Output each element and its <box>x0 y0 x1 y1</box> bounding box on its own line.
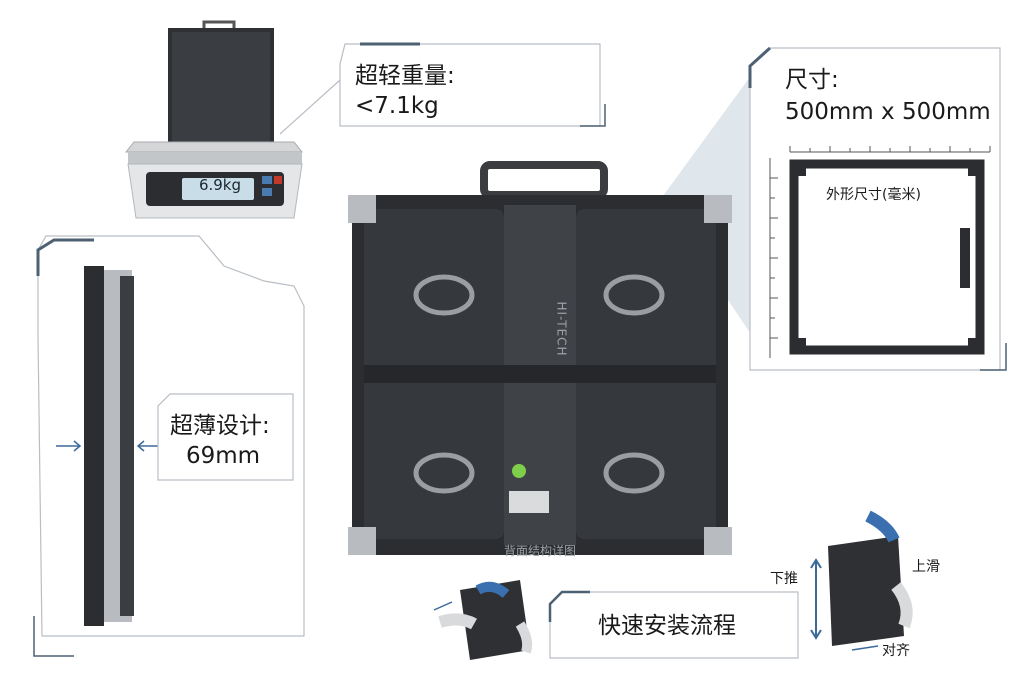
thickness-title: 超薄设计: <box>170 413 270 439</box>
scale-illustration <box>124 20 304 219</box>
push-down-label: 下推 <box>770 571 798 587</box>
install-callout-frame <box>548 590 799 659</box>
weight-pointer-line <box>279 79 341 135</box>
install-hands-right <box>810 510 913 651</box>
weight-title: 超轻重量: <box>355 63 455 89</box>
scale-display: 6.9kg <box>198 176 242 194</box>
brand-label: HI-TECH <box>554 301 569 357</box>
size-value: 500mm x 500mm <box>785 99 991 125</box>
weight-callout-frame <box>339 42 606 127</box>
install-title: 快速安装流程 <box>598 613 736 639</box>
thickness-text-box <box>157 393 294 481</box>
slide-up-label: 上滑 <box>912 559 940 575</box>
size-title: 尺寸: <box>785 67 839 93</box>
align-label: 对齐 <box>882 643 910 659</box>
thickness-value: 69mm <box>186 443 261 469</box>
size-callout-frame <box>748 46 1007 371</box>
weight-value: <7.1kg <box>355 93 439 119</box>
size-frame-label: 外形尺寸(毫米) <box>826 187 921 203</box>
back-panel-illustration <box>348 161 732 555</box>
install-hands-left <box>433 580 533 660</box>
back-caption: 背面结构详图 <box>504 544 577 558</box>
